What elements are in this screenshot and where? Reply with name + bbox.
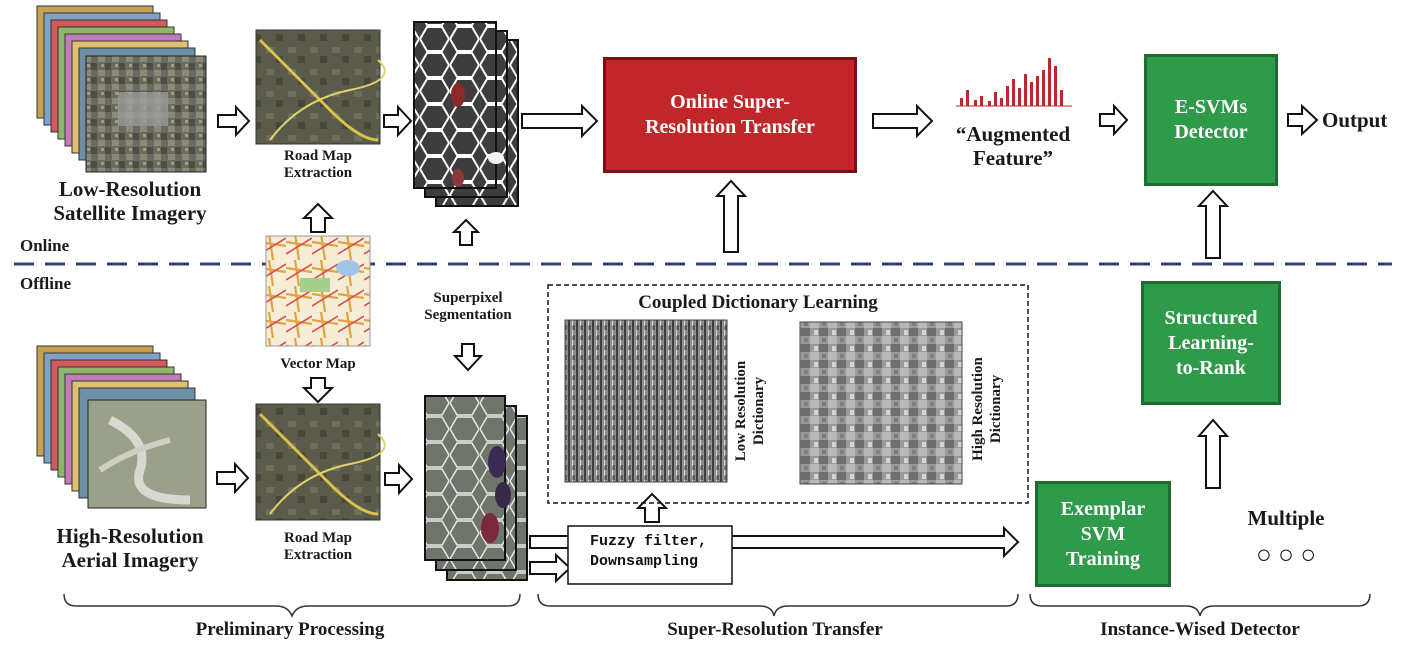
cdl-title: Coupled Dictionary Learning	[638, 292, 878, 313]
arrow-to-fuzzy-filter	[529, 552, 572, 584]
road-map-top-line2: Extraction	[283, 165, 353, 182]
brace-preliminary	[63, 593, 521, 619]
structured-ranking-box: Structured Learning- to-Rank	[1142, 282, 1280, 404]
superpixel-line1: Superpixel	[433, 290, 503, 306]
arrow-lowres-to-roadmap	[217, 104, 251, 138]
high-dict-label: High Resolution Dictionary	[969, 349, 1015, 469]
high-res-image-stack	[36, 345, 207, 509]
high-res-line1: High-Resolution	[56, 524, 204, 548]
fuzzy-filter-text: Fuzzy filter, Downsampling	[590, 532, 730, 571]
arrow-online-sr-to-feature	[872, 103, 934, 139]
vector-map-label: Vector Map	[280, 356, 356, 372]
offline-label: Offline	[20, 274, 71, 293]
arrow-superpixel-to-online-sr	[521, 103, 599, 139]
online-sr-box: Online Super- Resolution Transfer	[604, 58, 856, 172]
arrow-ranking-to-esvm	[1196, 189, 1230, 259]
arrow-dictionary-to-online-sr	[714, 179, 748, 253]
high-res-label: High-Resolution Aerial Imagery	[22, 524, 238, 572]
coupled-dictionary-box	[547, 284, 1029, 504]
feature-histogram	[956, 58, 1072, 107]
road-map-bottom-line1: Road Map	[284, 530, 352, 546]
road-map-top-line1: Road Map	[284, 148, 352, 164]
road-map-label-bottom: Road Map Extraction	[256, 530, 380, 565]
online-sr-line2: Resolution Transfer	[645, 116, 815, 138]
low-res-label-line1: Low-Resolution	[58, 177, 202, 201]
ellipsis-dots: ○ ○ ○	[1255, 540, 1317, 569]
arrow-fuzzy-to-dictionary	[635, 492, 669, 523]
exemplar-line1: Exemplar	[1060, 497, 1146, 520]
superpixel-label: Superpixel Segmentation	[412, 290, 524, 325]
online-sr-line1: Online Super-	[670, 91, 790, 113]
augmented-line1: “Augmented	[955, 122, 1071, 146]
road-map-label-top: Road Map Extraction	[256, 148, 380, 183]
esvm-line1: E-SVMs	[1174, 96, 1248, 118]
fuzzy-line1: Fuzzy filter,	[590, 533, 708, 550]
esvm-line2: Detector	[1174, 121, 1248, 143]
high-res-line2: Aerial Imagery	[61, 548, 199, 573]
arrow-vector-to-roadmap-top	[301, 202, 335, 233]
low-res-label-line2: Satellite Imagery	[53, 201, 207, 226]
online-label: Online	[20, 236, 70, 255]
exemplar-svm-box: Exemplar SVM Training	[1036, 482, 1170, 586]
exemplar-line3: Training	[1065, 547, 1141, 570]
brace-instance	[1029, 593, 1371, 617]
output-label: Output	[1322, 108, 1388, 132]
low-dict-line2: Dictionary	[751, 376, 767, 446]
fuzzy-filter-box	[567, 525, 733, 585]
arrow-roadmap-to-superpixel-bottom	[384, 462, 414, 496]
high-res-dictionary-image	[799, 321, 963, 485]
exemplar-line2: SVM	[1080, 522, 1126, 545]
augmented-feature-label: “Augmented Feature”	[928, 122, 1098, 170]
augmented-line2: Feature”	[972, 146, 1054, 171]
superpixel-stack-top	[413, 21, 519, 207]
structured-line3: to-Rank	[1175, 356, 1246, 379]
structured-line2: Learning-	[1168, 331, 1254, 354]
low-res-image-stack	[36, 5, 207, 173]
arrow-superpixel-label-down	[452, 343, 484, 372]
multiple-label: Multiple	[1247, 506, 1325, 530]
arrow-exemplar-to-ranking	[1196, 418, 1230, 489]
low-res-label: Low-Resolution Satellite Imagery	[22, 177, 238, 225]
section-super-res: Super-Resolution Transfer	[667, 619, 883, 640]
road-map-bottom-line2: Extraction	[283, 547, 353, 564]
brace-super-res	[537, 593, 1019, 617]
esvm-detector-box: E-SVMs Detector	[1145, 55, 1277, 185]
section-preliminary: Preliminary Processing	[195, 619, 385, 640]
low-res-dictionary-image	[564, 319, 728, 483]
arrow-highres-to-roadmap	[216, 461, 250, 495]
arrow-roadmap-to-superpixel-top	[383, 104, 413, 138]
high-dict-line2: Dictionary	[988, 374, 1004, 444]
arrow-feature-to-esvm	[1099, 103, 1129, 137]
fuzzy-line2: Downsampling	[590, 552, 699, 570]
arrow-vector-to-roadmap-bottom	[301, 377, 335, 404]
high-dict-line1: High Resolution	[970, 357, 986, 461]
superpixel-line2: Segmentation	[424, 307, 512, 324]
low-dict-label: Low Resolution Dictionary	[732, 356, 778, 466]
arrow-esvm-to-output	[1287, 103, 1319, 137]
arrow-up-to-superpixel-top	[451, 218, 481, 246]
structured-line1: Structured	[1164, 306, 1258, 329]
superpixel-stack-bottom	[424, 395, 528, 581]
section-instance: Instance-Wised Detector	[1100, 619, 1300, 640]
low-dict-line1: Low Resolution	[733, 360, 749, 462]
